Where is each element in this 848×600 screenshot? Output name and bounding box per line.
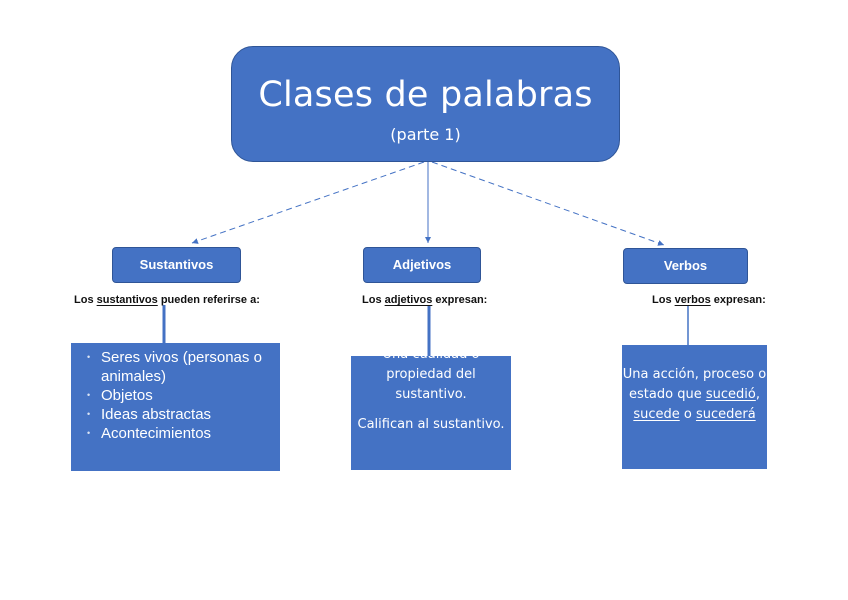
verb-present: sucede [633, 407, 680, 422]
adjetivos-desc-2: Califican al sustantivo. [357, 417, 505, 432]
intro-verbos: Los verbos expresan: [652, 294, 766, 306]
verb-past: sucedió [705, 387, 756, 402]
sustantivos-list: •Seres vivos (personas o animales) •Obje… [87, 348, 280, 443]
connector-sustantivos [191, 161, 425, 244]
category-adjetivos: Adjetivos [363, 247, 481, 283]
category-sustantivos: Sustantivos [112, 247, 241, 283]
adjetivos-desc-clipped: Una cualidad o [351, 356, 511, 365]
verb-future: sucederá [695, 407, 756, 422]
detail-verbos: Una acción, proceso o estado que sucedió… [622, 345, 767, 469]
title-box: Clases de palabras (parte 1) [231, 46, 620, 162]
connector-verbos [431, 161, 665, 246]
bullet-icon: • [87, 409, 91, 419]
detail-adjetivos: Una cualidad o propiedad del sustantivo.… [351, 356, 511, 470]
list-item: •Seres vivos (personas o animales) [87, 349, 262, 385]
category-verbos: Verbos [623, 248, 748, 284]
verbos-desc: Una acción, proceso o estado que [622, 367, 767, 402]
intro-adjetivos: Los adjetivos expresan: [362, 294, 488, 306]
detail-sustantivos: •Seres vivos (personas o animales) •Obje… [71, 343, 280, 471]
intro-sustantivos: Los sustantivos pueden referirse a: [74, 294, 260, 306]
bullet-icon: • [87, 390, 91, 400]
diagram-title: Clases de palabras [258, 75, 593, 115]
list-item: •Acontecimientos [87, 425, 212, 442]
list-item: •Ideas abstractas [87, 406, 212, 423]
adjetivos-desc: propiedad del sustantivo. [386, 367, 476, 402]
bullet-icon: • [87, 352, 91, 362]
list-item: •Objetos [87, 387, 153, 404]
diagram-subtitle: (parte 1) [390, 125, 461, 144]
bullet-icon: • [87, 428, 91, 438]
